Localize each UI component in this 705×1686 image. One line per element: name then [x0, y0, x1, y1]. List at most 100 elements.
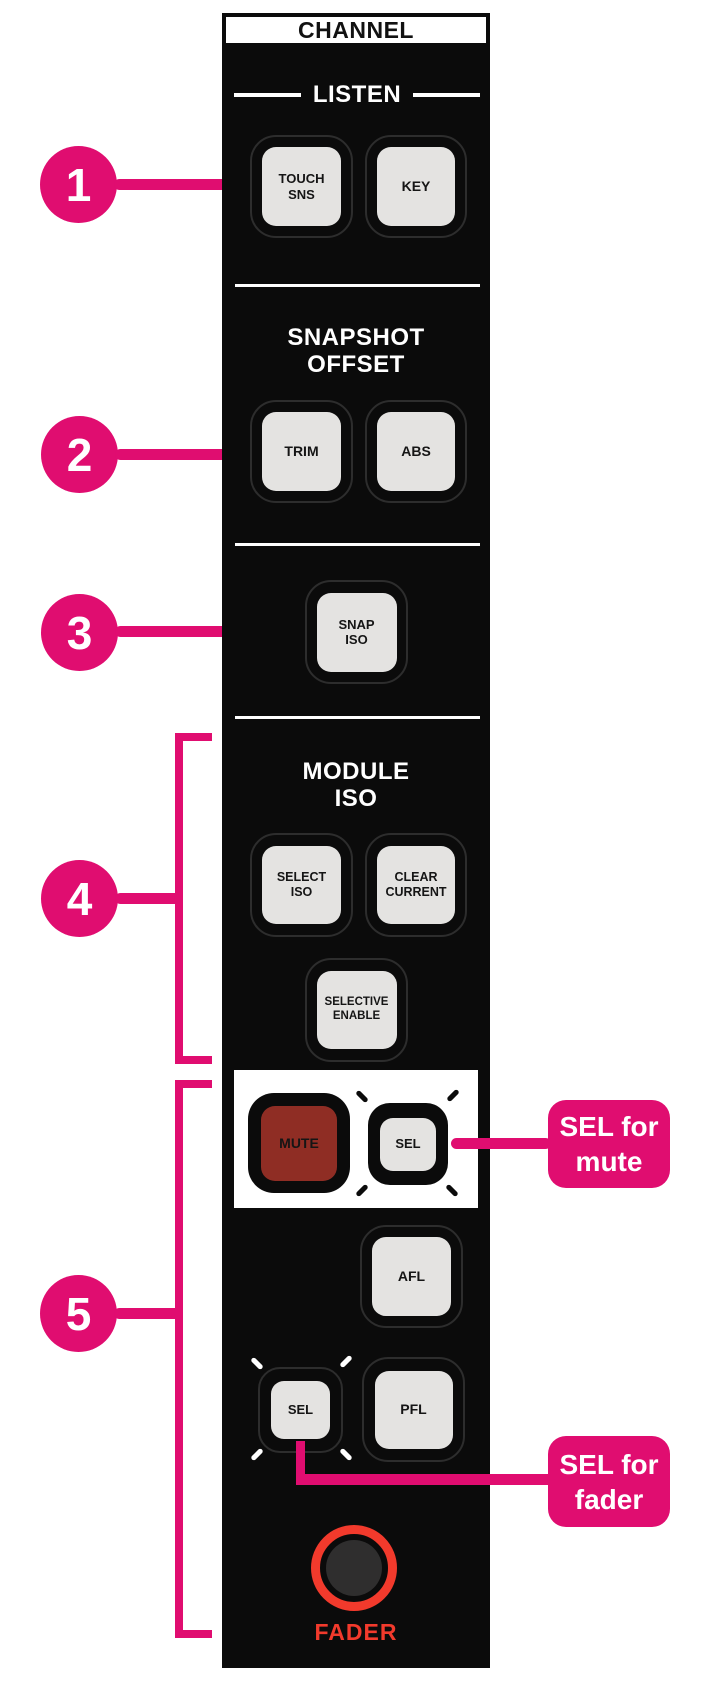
- callout-number: 3: [66, 606, 93, 659]
- pfl-label: PFL: [400, 1401, 427, 1418]
- channel-panel: CHANNEL LISTEN TOUCH SNS KEY SNAPSHOT OF…: [222, 13, 490, 1668]
- module-iso-line2: ISO: [334, 785, 378, 812]
- trim-button-outline: TRIM: [250, 400, 353, 503]
- callout-circle-4: 4: [41, 860, 118, 937]
- sel-fader-button-outline: SEL: [258, 1367, 343, 1453]
- sel-mute-corner-tick-icon: [355, 1183, 369, 1198]
- mute-label: MUTE: [279, 1134, 319, 1151]
- listen-header-text: LISTEN: [312, 81, 402, 108]
- pfl-button-outline: PFL: [362, 1357, 465, 1462]
- select-iso-button-outline: SELECT ISO: [250, 833, 353, 937]
- sel-for-fader-label: SEL for fader: [548, 1436, 670, 1527]
- snap-iso-label-line1: SNAP: [338, 616, 375, 632]
- callout-number: 5: [65, 1287, 92, 1340]
- snap-iso-button-outline: SNAP ISO: [305, 580, 408, 684]
- callout-line-1: [114, 179, 250, 190]
- sel-fader-label: SEL: [287, 1402, 314, 1418]
- sel-fader-corner-tick-icon: [250, 1447, 264, 1462]
- selective-enable-button[interactable]: SELECTIVE ENABLE: [316, 971, 397, 1049]
- snapshot-offset-header: SNAPSHOT OFFSET: [222, 324, 490, 378]
- pfl-button[interactable]: PFL: [374, 1370, 453, 1449]
- sel-for-mute-line2: mute: [575, 1146, 643, 1177]
- callout-number: 1: [65, 158, 92, 211]
- selective-enable-label-line1: SELECTIVE: [324, 996, 389, 1009]
- sel-for-fader-connector-vertical: [296, 1441, 305, 1485]
- sel-mute-label: SEL: [395, 1136, 421, 1152]
- callout-circle-3: 3: [41, 594, 118, 671]
- snap-iso-button[interactable]: SNAP ISO: [316, 592, 397, 672]
- sel-for-mute-line1: SEL for: [559, 1111, 659, 1142]
- selective-enable-label-line2: ENABLE: [332, 1010, 381, 1022]
- mute-button-bezel: MUTE: [248, 1093, 350, 1193]
- sel-fader-corner-tick-icon: [339, 1447, 353, 1462]
- sel-fader-corner-tick-icon: [250, 1356, 264, 1371]
- header-rule-left: [234, 93, 301, 97]
- sel-mute-button-bezel: SEL: [368, 1103, 448, 1185]
- panel-title-text: CHANNEL: [298, 16, 414, 43]
- snap-iso-label-line2: ISO: [345, 632, 368, 647]
- section-divider: [235, 284, 480, 287]
- fader-knob[interactable]: [326, 1540, 382, 1596]
- sel-mute-corner-tick-icon: [355, 1089, 369, 1104]
- sel-mute-corner-tick-icon: [446, 1088, 460, 1103]
- bracket-5-bottom: [175, 1630, 212, 1638]
- touch-sns-label-line2: SNS: [288, 186, 315, 202]
- select-iso-label-line1: SELECT: [276, 870, 327, 885]
- afl-label: AFL: [397, 1268, 426, 1285]
- callout-number: 2: [66, 428, 93, 481]
- sel-for-fader-line2: fader: [574, 1483, 644, 1515]
- fader-knob-ring: [311, 1525, 397, 1611]
- clear-current-label-line1: CLEAR: [394, 870, 438, 885]
- clear-current-label-line2: CURRENT: [385, 885, 447, 899]
- touch-sns-button[interactable]: TOUCH SNS: [262, 147, 341, 226]
- bracket-4-vertical: [175, 733, 183, 1064]
- afl-button[interactable]: AFL: [372, 1237, 451, 1316]
- afl-button-outline: AFL: [360, 1225, 463, 1328]
- abs-label: ABS: [401, 443, 431, 460]
- touch-sns-label-line1: TOUCH: [278, 171, 325, 187]
- callout-number: 4: [66, 872, 93, 925]
- panel-title: CHANNEL: [226, 17, 486, 43]
- header-rule-right: [413, 93, 480, 97]
- bracket-4-top: [175, 733, 212, 741]
- touch-sns-button-outline: TOUCH SNS: [250, 135, 353, 238]
- clear-current-button[interactable]: CLEAR CURRENT: [377, 846, 455, 924]
- sel-fader-corner-tick-icon: [339, 1354, 353, 1369]
- clear-current-button-outline: CLEAR CURRENT: [365, 833, 467, 937]
- bracket-4-bottom: [175, 1056, 212, 1064]
- key-button[interactable]: KEY: [377, 147, 455, 226]
- trim-button[interactable]: TRIM: [262, 412, 341, 491]
- callout-circle-5: 5: [40, 1275, 117, 1352]
- trim-label: TRIM: [284, 443, 319, 460]
- callout-line-5: [114, 1308, 183, 1319]
- sel-for-fader-connector-horizontal: [296, 1474, 553, 1485]
- sel-for-mute-connector: [451, 1138, 551, 1149]
- sel-mute-button[interactable]: SEL: [380, 1117, 436, 1171]
- callout-line-4: [115, 893, 183, 904]
- sel-fader-button[interactable]: SEL: [271, 1381, 330, 1439]
- abs-button-outline: ABS: [365, 400, 467, 503]
- callout-line-2: [115, 449, 248, 460]
- snapshot-offset-line2: OFFSET: [307, 351, 405, 378]
- mute-sel-highlight: MUTE SEL: [234, 1070, 478, 1208]
- snapshot-offset-line1: SNAPSHOT: [287, 324, 425, 351]
- selective-enable-button-outline: SELECTIVE ENABLE: [305, 958, 408, 1062]
- listen-header: LISTEN: [234, 81, 480, 109]
- select-iso-button[interactable]: SELECT ISO: [262, 846, 341, 924]
- callout-circle-1: 1: [40, 146, 117, 223]
- mute-button[interactable]: MUTE: [261, 1105, 337, 1181]
- abs-button[interactable]: ABS: [377, 412, 455, 491]
- section-divider: [235, 543, 480, 546]
- key-label: KEY: [401, 178, 431, 195]
- key-button-outline: KEY: [365, 135, 467, 238]
- module-iso-header: MODULE ISO: [222, 758, 490, 812]
- callout-circle-2: 2: [41, 416, 118, 493]
- fader-label: FADER: [314, 1619, 398, 1645]
- bracket-5-top: [175, 1080, 212, 1088]
- select-iso-label-line2: ISO: [290, 885, 313, 899]
- sel-for-fader-line1: SEL for: [559, 1448, 659, 1480]
- module-iso-line1: MODULE: [302, 758, 410, 785]
- section-divider: [235, 716, 480, 719]
- callout-line-3: [115, 626, 306, 637]
- sel-for-mute-label: SEL for mute: [548, 1100, 670, 1188]
